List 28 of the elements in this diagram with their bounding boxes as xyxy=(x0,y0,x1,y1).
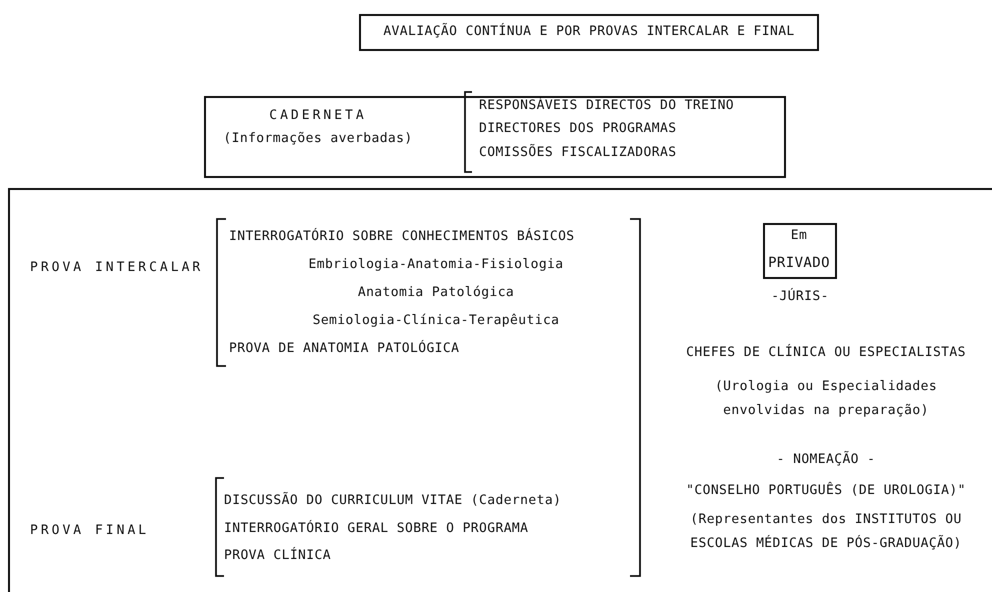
list-item: PROVA CLÍNICA xyxy=(224,546,331,565)
note-text: (Urologia ou Especialidades envolvidas na preparação) xyxy=(714,378,938,420)
list-item: INTERROGATÓRIO SOBRE CONHECIMENTOS BÁSICOS xyxy=(229,227,575,246)
list-item: INTERROGATÓRIO GERAL SOBRE O PROGRAMA xyxy=(224,519,528,538)
list-item: DIRECTORES DOS PROGRAMAS xyxy=(479,120,676,138)
list-subitem: Embriologia-Anatomia-Fisiologia xyxy=(308,256,564,274)
section-label: PROVA FINAL xyxy=(30,522,150,540)
caderneta-box xyxy=(204,96,786,178)
jury-text: CHEFES DE CLÍNICA OU ESPECIALISTAS xyxy=(686,343,966,362)
council-text: "CONSELHO PORTUGUÊS (DE UROLOGIA)" xyxy=(686,480,966,500)
section-label: PROVA INTERCALAR xyxy=(30,259,204,277)
list-item: PROVA DE ANATOMIA PATOLÓGICA xyxy=(229,339,460,358)
list-subitem: Anatomia Patológica xyxy=(358,284,514,302)
subheading-text: (Informações averbadas) xyxy=(223,130,413,148)
list-item: COMISSÕES FISCALIZADORAS xyxy=(479,143,676,162)
heading-text: -JÚRIS- xyxy=(771,287,829,306)
heading-text: - NOMEAÇÃO - xyxy=(776,450,876,469)
list-item: DISCUSSÃO DO CURRICULUM VITAE (Caderneta) xyxy=(224,491,562,510)
box-text: PRIVADO xyxy=(768,254,830,273)
title-box xyxy=(359,14,819,51)
evaluation-panel xyxy=(8,188,992,592)
heading-text: CADERNETA xyxy=(269,107,367,125)
list-item: RESPONSÁVEIS DIRECTOS DO TREINO xyxy=(479,97,734,115)
note-text: (Representantes dos INSTITUTOS OU ESCOLAS MÉDICAS DE PÓS-GRADUAÇÃO) xyxy=(689,511,963,553)
list-subitem: Semiologia-Clínica-Terapêutica xyxy=(312,312,560,330)
private-box xyxy=(763,223,837,279)
title-text: AVALIAÇÃO CONTÍNUA E POR PROVAS INTERCALAR E FINAL xyxy=(383,22,795,41)
box-text: Em xyxy=(790,227,808,245)
